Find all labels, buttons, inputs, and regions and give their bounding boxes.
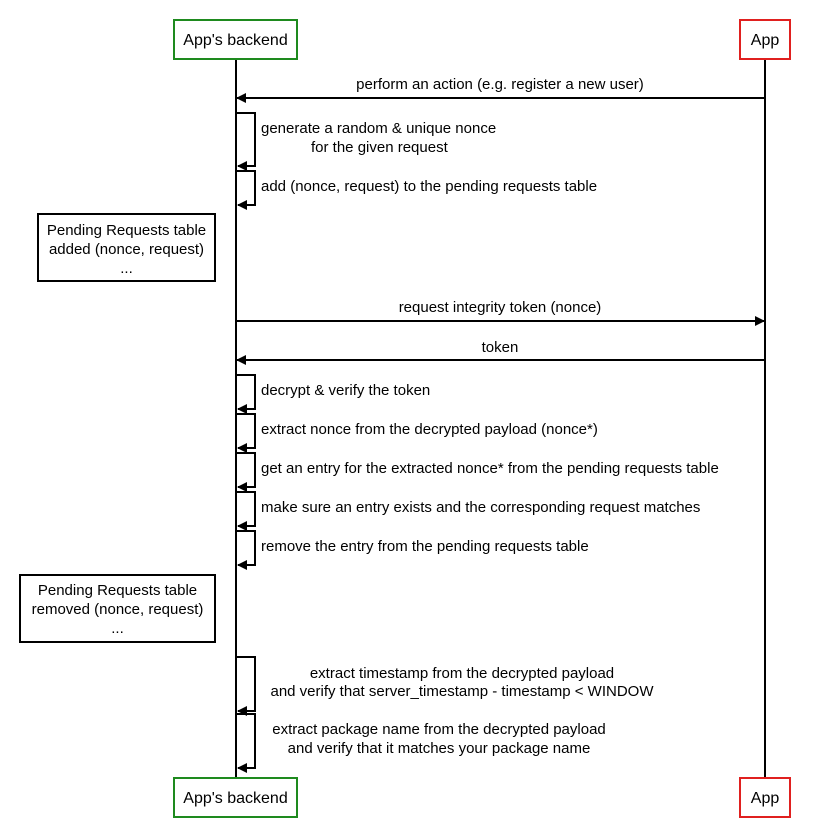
- svg-text:extract timestamp from the dec: extract timestamp from the decrypted pay…: [310, 665, 614, 682]
- note-pending-added: Pending Requests table added (nonce, req…: [37, 213, 216, 282]
- svg-text:...: ...: [111, 620, 124, 637]
- svg-text:removed (nonce, request): removed (nonce, request): [32, 601, 204, 618]
- svg-text:for the given request: for the given request: [311, 139, 449, 156]
- self-message-verify-timestamp: extract timestamp from the decrypted pay…: [236, 656, 654, 716]
- message-request-integrity-token: request integrity token (nonce): [236, 299, 765, 326]
- app-actor-label: App: [751, 32, 780, 49]
- svg-text:added (nonce, request): added (nonce, request): [49, 241, 204, 258]
- svg-text:extract nonce from the decrypt: extract nonce from the decrypted payload…: [261, 421, 598, 438]
- svg-text:token: token: [482, 339, 519, 356]
- svg-text:and verify that server_timesta: and verify that server_timestamp - times…: [270, 683, 654, 700]
- app-actor-bottom: App: [739, 777, 791, 818]
- svg-text:extract package name from the: extract package name from the decrypted …: [272, 721, 606, 738]
- svg-text:Pending Requests table: Pending Requests table: [38, 582, 197, 599]
- svg-text:generate a random & unique non: generate a random & unique nonce: [261, 120, 496, 137]
- svg-text:Pending Requests table: Pending Requests table: [47, 222, 206, 239]
- self-message-get-entry: get an entry for the extracted nonce* fr…: [236, 452, 719, 492]
- svg-text:request integrity token (nonce: request integrity token (nonce): [399, 299, 602, 316]
- app-actor-top: App: [739, 19, 791, 60]
- backend-actor-bottom: App's backend: [173, 777, 298, 818]
- self-message-generate-nonce: generate a random & unique nonce for the…: [236, 112, 496, 171]
- self-message-remove-entry: remove the entry from the pending reques…: [236, 530, 589, 570]
- svg-text:...: ...: [120, 260, 133, 277]
- note-pending-removed: Pending Requests table removed (nonce, r…: [19, 574, 216, 643]
- message-perform-action: perform an action (e.g. register a new u…: [236, 76, 765, 103]
- backend-actor-top: App's backend: [173, 19, 298, 60]
- app-actor-label: App: [751, 790, 780, 807]
- self-message-extract-nonce: extract nonce from the decrypted payload…: [236, 413, 598, 453]
- svg-text:remove the entry from the pend: remove the entry from the pending reques…: [261, 538, 589, 555]
- self-message-decrypt-verify: decrypt & verify the token: [236, 374, 430, 414]
- svg-text:perform an action (e.g. regist: perform an action (e.g. register a new u…: [356, 76, 644, 93]
- self-message-verify-package-name: extract package name from the decrypted …: [236, 713, 606, 773]
- message-token: token: [236, 339, 765, 365]
- backend-actor-label: App's backend: [183, 32, 287, 49]
- svg-text:decrypt & verify the token: decrypt & verify the token: [261, 382, 430, 399]
- svg-text:and verify that it matches you: and verify that it matches your package …: [288, 740, 591, 757]
- svg-text:add (nonce, request) to the pe: add (nonce, request) to the pending requ…: [261, 178, 597, 195]
- svg-text:make sure an entry exists and: make sure an entry exists and the corres…: [261, 499, 700, 516]
- backend-actor-label: App's backend: [183, 790, 287, 807]
- self-message-verify-entry: make sure an entry exists and the corres…: [236, 491, 700, 531]
- self-message-add-pending: add (nonce, request) to the pending requ…: [236, 170, 597, 210]
- svg-text:get an entry for the extracted: get an entry for the extracted nonce* fr…: [261, 460, 719, 477]
